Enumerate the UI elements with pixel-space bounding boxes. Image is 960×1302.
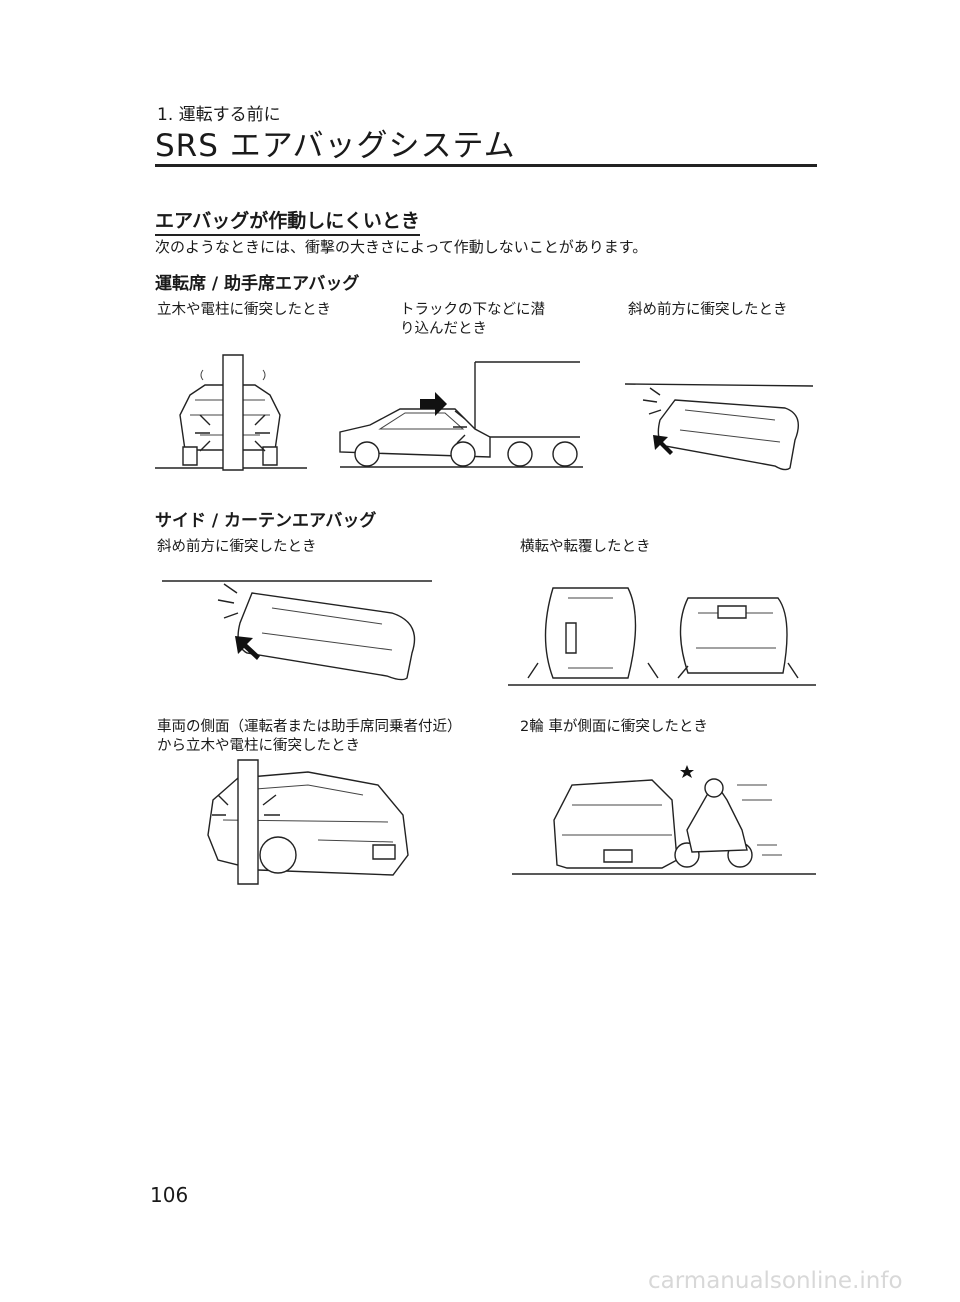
section-heading: エアバッグが作動しにくいとき <box>155 206 420 236</box>
caption-side-oblique-front: 斜め前方に衝突したとき <box>157 538 317 557</box>
caption-underride-line1: トラックの下などに潜 <box>400 301 545 320</box>
intro-text: 次のようなときには、衝撃の大きさによって作動しないことがあります。 <box>155 236 647 257</box>
caption-pole-collision: 立木や電柱に衝突したとき <box>157 301 331 320</box>
page-number: 106 <box>150 1183 188 1207</box>
rollover-illustration <box>508 578 818 688</box>
motorcycle-collision-illustration <box>512 760 817 878</box>
caption-side-pole-line2: から立木や電柱に衝突したとき <box>157 737 360 756</box>
caption-rollover: 横転や転覆したとき <box>520 538 651 557</box>
caption-side-pole-line1: 車両の側面（運転者または助手席同乗者付近） <box>157 718 462 737</box>
front-airbags-heading: 運転席 / 助手席エアバッグ <box>155 269 359 294</box>
side-pole-collision-illustration <box>198 760 413 885</box>
side-airbags-heading: サイド / カーテンエアバッグ <box>155 506 376 531</box>
title-rule <box>155 164 817 167</box>
oblique-collision-illustration <box>625 380 815 475</box>
caption-underride-line2: り込んだとき <box>400 320 487 339</box>
page-title: SRS エアバッグシステム <box>155 120 516 165</box>
pole-collision-illustration <box>155 355 310 475</box>
watermark: carmanualsonline.info <box>648 1268 903 1294</box>
caption-oblique-front: 斜め前方に衝突したとき <box>628 301 788 320</box>
caption-motorcycle: 2輪 車が側面に衝突したとき <box>520 718 708 737</box>
side-oblique-collision-illustration <box>162 578 437 683</box>
underride-illustration <box>325 357 585 472</box>
